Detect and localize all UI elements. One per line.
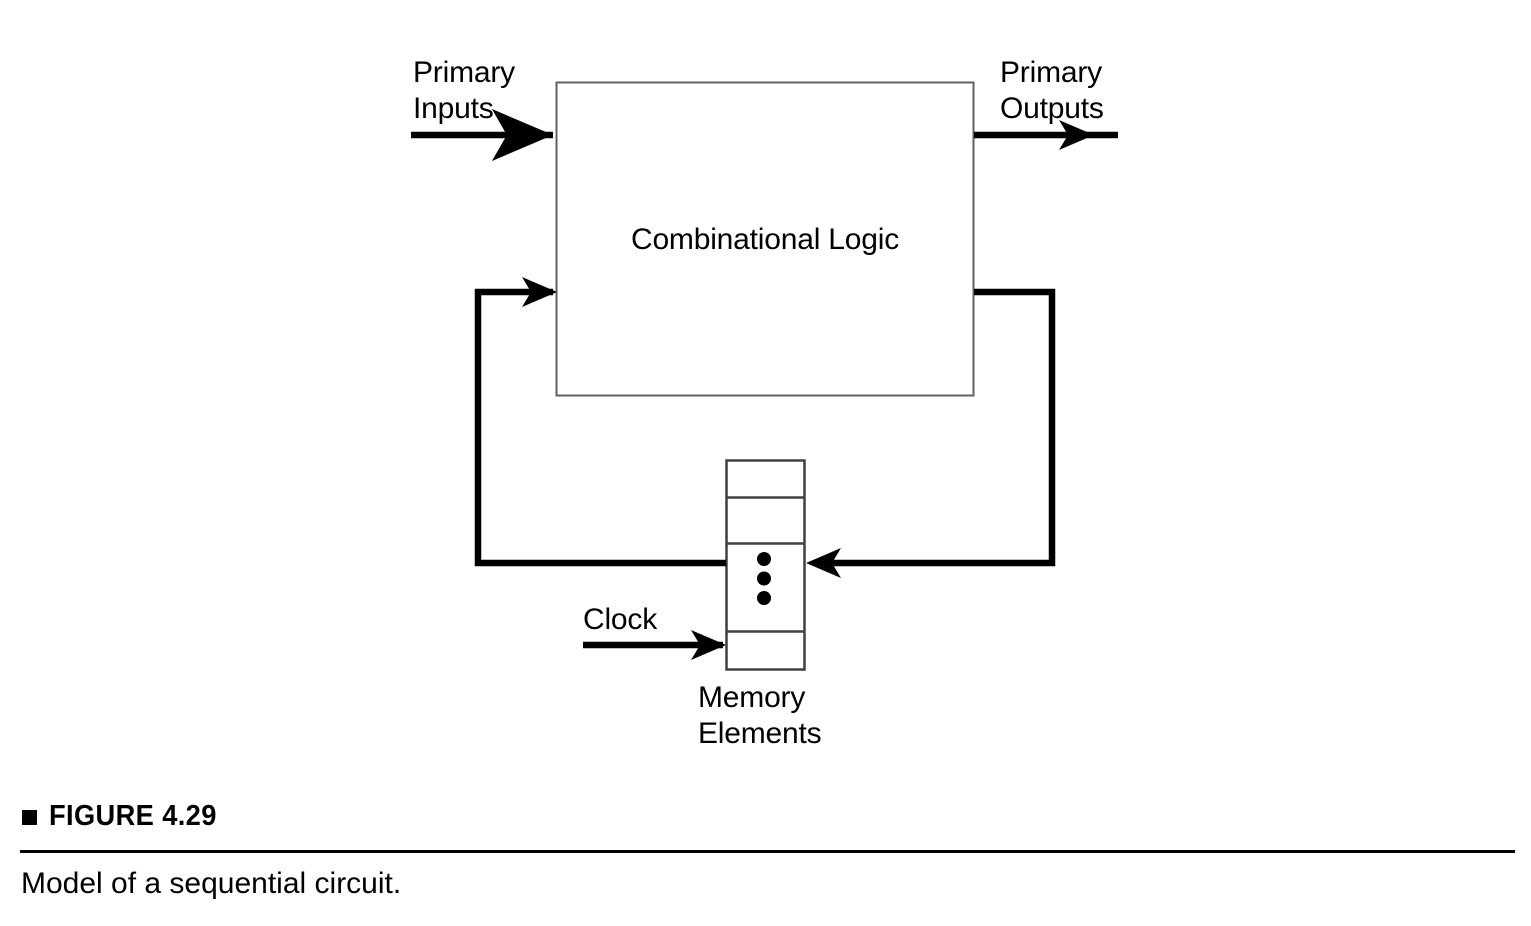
- ellipsis-dot-2: [757, 571, 771, 586]
- combinational-logic-block: [555, 81, 975, 397]
- primary-outputs-arrowhead: [1059, 120, 1094, 150]
- ellipsis-dot-3: [757, 591, 771, 605]
- clock-arrowhead: [691, 630, 726, 660]
- primary-outputs-label-line1: Primary: [1000, 56, 1102, 89]
- next-state-feedback-wire: [830, 288, 1056, 567]
- present-state-feedback-arrowhead: [522, 277, 557, 307]
- primary-outputs-label-line2: Outputs: [1000, 92, 1104, 125]
- figure-heading: FIGURE 4.29: [22, 800, 227, 833]
- filled-square-icon: [22, 810, 37, 825]
- figure-caption-block: FIGURE 4.29 Model of a sequential circui…: [0, 790, 1531, 926]
- primary-inputs-label-line1: Primary: [413, 56, 515, 89]
- figure-number: FIGURE 4.29: [49, 800, 217, 832]
- caption-divider: [20, 850, 1515, 853]
- memory-elements-label-line1: Memory: [698, 681, 806, 714]
- clock-label: Clock: [583, 603, 658, 636]
- present-state-feedback-wire: [474, 288, 726, 567]
- combinational-logic-label: Combinational Logic: [630, 223, 900, 256]
- sequential-circuit-diagram: [411, 81, 1118, 671]
- ellipsis-dot-1: [757, 552, 771, 566]
- figure-caption-text: Model of a sequential circuit.: [21, 867, 402, 900]
- primary-inputs-label-line2: Inputs: [413, 92, 494, 125]
- next-state-feedback-arrowhead: [806, 548, 841, 578]
- memory-elements-label-line2: Elements: [698, 717, 822, 750]
